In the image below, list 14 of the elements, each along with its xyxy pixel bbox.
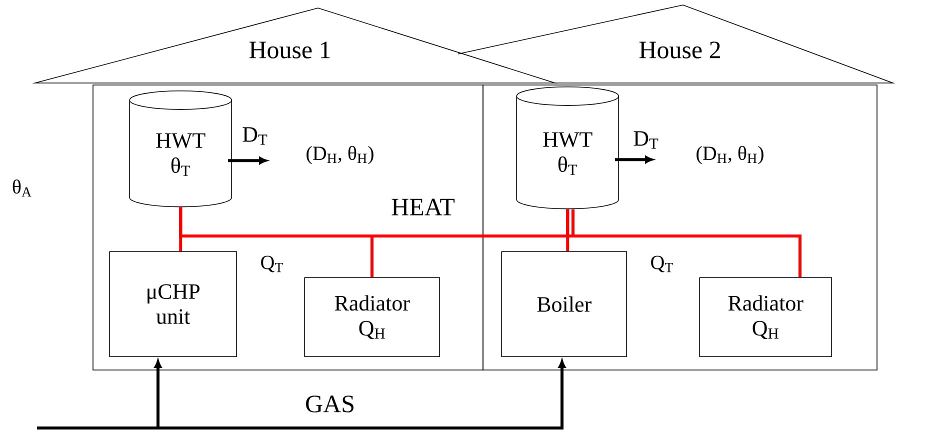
edge-label: D$_{T}$: [242, 127, 268, 145]
text-label: HEAT: [392, 198, 455, 216]
pipe: [179, 207, 574, 238]
text-label: GAS: [306, 396, 354, 412]
text-label: θ$_{A}$: [12, 179, 32, 197]
text-label: Q$_{T}$: [261, 256, 284, 272]
component-box: μCHP unit: [109, 251, 237, 357]
tank-cylinder: HWT θ$_{T}$: [129, 90, 232, 208]
component-box: Radiator Q$_{H}$: [304, 277, 440, 357]
text-label: (D$_{H}$, θ$_{H}$): [306, 146, 374, 164]
house-label: House 2: [639, 42, 720, 58]
arrow: [37, 360, 566, 430]
arrow: [228, 157, 267, 164]
house-label: House 1: [249, 42, 330, 58]
